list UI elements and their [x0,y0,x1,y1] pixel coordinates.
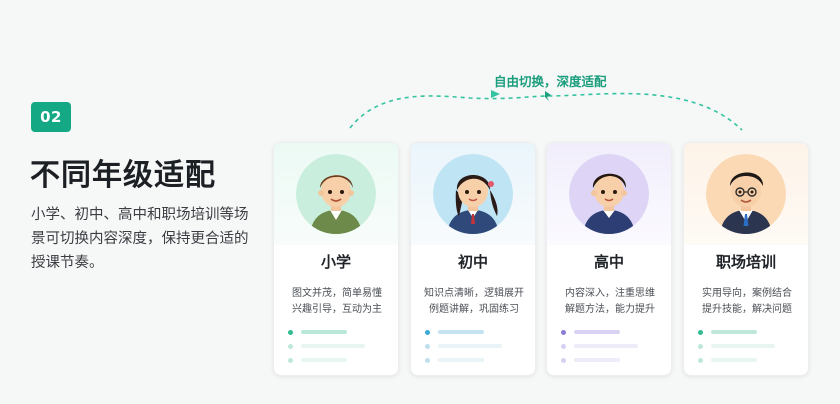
card-description: 实用导向，案例结合 提升技能，解决问题 [702,288,792,315]
card-name: 高中 [593,253,624,271]
section-number-badge: 02 [31,102,71,132]
primary-school-boy-avatar [296,154,376,234]
section-description: 小学、初中、高中和职场培训等场景可切换内容深度，保持更合适的授课节奏。 [31,207,249,271]
progress-indicators [288,325,365,367]
switch-label: 自由切换，深度适配 [494,74,607,89]
card-name: 职场培训 [715,253,776,271]
card-name: 小学 [320,253,351,271]
card-avatar-area [411,143,535,245]
card-workplace-training[interactable]: 职场培训 实用导向，案例结合 提升技能，解决问题 [683,142,809,376]
progress-indicators [698,325,775,367]
card-description: 内容深入，注重思维 解题方法，能力提升 [565,288,655,315]
card-high-school[interactable]: 高中 内容深入，注重思维 解题方法，能力提升 [546,142,672,376]
card-description: 图文并茂，简单易懂 兴趣引导，互动为主 [292,288,382,315]
middle-school-girl-avatar [433,154,513,234]
card-name: 初中 [457,253,488,271]
card-avatar-area [684,143,808,245]
card-primary-school[interactable]: 小学 图文并茂，简单易懂 兴趣引导，互动为主 [273,142,399,376]
progress-indicators [561,325,638,367]
card-description: 知识点清晰，逻辑展开 例题讲解，巩固练习 [424,288,524,315]
card-avatar-area [547,143,671,245]
professional-man-avatar [706,154,786,234]
card-avatar-area [274,143,398,245]
progress-indicators [425,325,502,367]
cursor-pointer-icon [545,91,551,101]
card-middle-school[interactable]: 初中 知识点清晰，逻辑展开 例题讲解，巩固练习 [410,142,536,376]
section-title: 不同年级适配 [30,158,216,193]
high-school-boy-avatar [569,154,649,234]
